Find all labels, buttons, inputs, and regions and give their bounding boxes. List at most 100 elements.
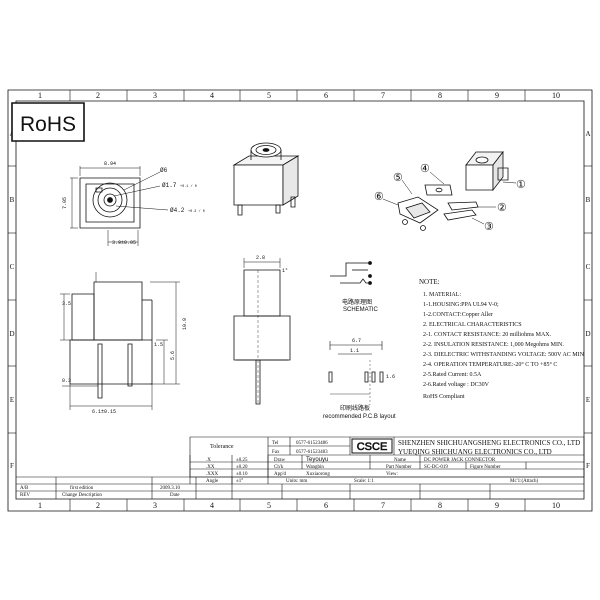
row-label-right-A: A	[585, 130, 590, 138]
check-value: Wangbin	[306, 465, 324, 470]
rev-row-2-desc: Change Description	[62, 493, 102, 498]
appd-value: Xuxiaorong	[306, 472, 330, 477]
row-label-left-C: C	[10, 263, 15, 271]
note-line: 2-1. CONTACT RESISTANCE: 20 milliohms MA…	[423, 332, 552, 338]
schematic-label-cn: 电路原理图	[342, 298, 372, 306]
rev-row-1-date: 2009.3.10	[160, 486, 181, 491]
note-line: 2. ELECTRICAL CHARACTERISTICS	[423, 322, 522, 328]
row-markers	[8, 166, 592, 433]
col-label-bottom-5: 5	[267, 501, 271, 510]
col-label-bottom-9: 9	[495, 501, 499, 510]
column-markers	[70, 90, 525, 511]
tol-val-xx: ±0.20	[236, 465, 248, 470]
col-label-bottom-1: 1	[38, 501, 42, 510]
note-line: 1-2.CONTACT:Copper Aller	[423, 312, 493, 318]
callout-5: ⑤	[393, 172, 403, 184]
exploded-callouts	[383, 172, 516, 224]
tol-key-x: .X	[206, 458, 211, 463]
end-view	[234, 258, 290, 404]
note-line: 2-6.Rated voltage : DC30V	[423, 382, 490, 388]
angle-label: Angle	[206, 479, 219, 484]
tel-label: Tel	[272, 441, 279, 446]
row-label-right-E: E	[586, 396, 590, 404]
partno-value: SC-DC-019	[424, 465, 448, 470]
col-label-top-7: 7	[381, 91, 385, 100]
callout-6: ⑥	[374, 191, 384, 203]
tolerance-label: Tolerance	[210, 444, 234, 450]
col-label-bottom-7: 7	[381, 501, 385, 510]
logo-text: CSCE	[357, 441, 388, 453]
tel-value: 0577-61523486	[296, 441, 328, 446]
partno-label: Part Number	[386, 465, 412, 470]
callout-4: ④	[420, 163, 430, 175]
note-line: 1-1.HOUSING:PPA UL94 V-0;	[423, 302, 499, 308]
front-dim-height: 7.05	[62, 197, 68, 209]
callout-3: ③	[484, 221, 494, 233]
sheet-label: Mc'1:(Attach)	[510, 479, 538, 484]
col-label-top-1: 1	[38, 91, 42, 100]
end-dim-angle: 1°	[282, 268, 288, 274]
pcb-label-en: recommended P.C.B layout	[323, 414, 396, 420]
appd-label: App'd	[274, 472, 287, 477]
tol-val-xxx: ±0.10	[236, 472, 248, 477]
side-view	[60, 272, 180, 410]
col-label-bottom-4: 4	[210, 501, 214, 510]
pcb-dim-pad: 1.6	[386, 374, 395, 380]
callout-2: ②	[497, 202, 507, 214]
front-dim-phi17: Ø1.7	[162, 182, 177, 189]
front-dim-phi42-tol: +0.3 / 0	[188, 209, 205, 214]
rev-row-2-date: Date	[170, 493, 180, 498]
exploded-view	[398, 152, 508, 231]
front-dim-width: 8.94	[104, 161, 116, 167]
col-label-bottom-2: 2	[96, 501, 100, 510]
rohs-badge: RoHS	[12, 103, 84, 141]
check-label: Ch'k	[274, 465, 284, 470]
col-label-top-5: 5	[267, 91, 271, 100]
side-dim-total-height: 10.9	[182, 318, 188, 330]
angle-value: ±1°	[236, 479, 243, 484]
col-label-bottom-3: 3	[153, 501, 157, 510]
pcb-dim-inner: 1.1	[350, 348, 359, 354]
schematic-symbol	[330, 262, 372, 285]
fax-value: 0577-61523483	[296, 450, 328, 455]
side-dim-bottom-left: 0.3	[62, 378, 71, 384]
scale-label: Scale: 1:1	[354, 479, 374, 484]
title-block	[16, 437, 584, 499]
pcb-dim-total: 6.7	[352, 338, 361, 344]
drawn-label: Draw	[274, 458, 285, 463]
note-line: 2-2. INSULATION RESISTANCE: 1,000 Megohm…	[423, 342, 564, 348]
callout-1: ①	[516, 179, 526, 191]
note-line: 1. MATERIAL:	[423, 292, 461, 298]
row-label-left-B: B	[10, 196, 15, 204]
note-line: 2-5.Rated Current: 0.5A	[423, 372, 482, 378]
side-dim-left-height: 3.5	[62, 301, 71, 307]
col-label-top-6: 6	[324, 91, 328, 100]
front-dim-phi17-tol: +0.1 / 0	[180, 184, 197, 189]
rev-row-1-desc: first edition	[70, 486, 94, 491]
side-dim-pitch: 6.1±0.15	[92, 409, 116, 415]
schematic-label-en: SCHEMATIC	[343, 307, 379, 313]
outer-border	[8, 90, 592, 511]
row-label-right-F: F	[586, 462, 590, 470]
notes-block: NOTE: 1. MATERIAL: 1-1.HOUSING:PPA UL94 …	[419, 278, 585, 400]
row-label-right-D: D	[585, 330, 590, 338]
col-label-top-8: 8	[438, 91, 442, 100]
col-label-bottom-6: 6	[324, 501, 328, 510]
rohs-badge-text: RoHS	[20, 113, 76, 136]
row-label-left-D: D	[9, 330, 14, 338]
col-label-top-10: 10	[552, 91, 560, 100]
rev-row-2-rev: REV	[20, 493, 30, 498]
col-label-bottom-10: 10	[552, 501, 560, 510]
note-line: 2-3. DIELECTRIC WITHSTANDING VOLTAGE: 50…	[423, 352, 585, 358]
drawn-value: Teyouyu	[306, 457, 328, 463]
col-label-top-3: 3	[153, 91, 157, 100]
note-line: RoHS Compliant	[423, 394, 465, 400]
note-line: 2-4. OPERATION TEMPERATURE:-20° C TO +85…	[423, 361, 557, 368]
row-label-left-E: E	[10, 396, 14, 404]
name-value: DC POWER JACK CONNECTOR	[424, 458, 496, 463]
front-dim-bottom: 3.9±0.05	[112, 240, 136, 246]
col-label-top-9: 9	[495, 91, 499, 100]
tol-key-xxx: .XXX	[206, 472, 218, 477]
company-name-2: YUEQING SHICHUANG ELECTRONICS CO., LTD	[398, 448, 552, 456]
